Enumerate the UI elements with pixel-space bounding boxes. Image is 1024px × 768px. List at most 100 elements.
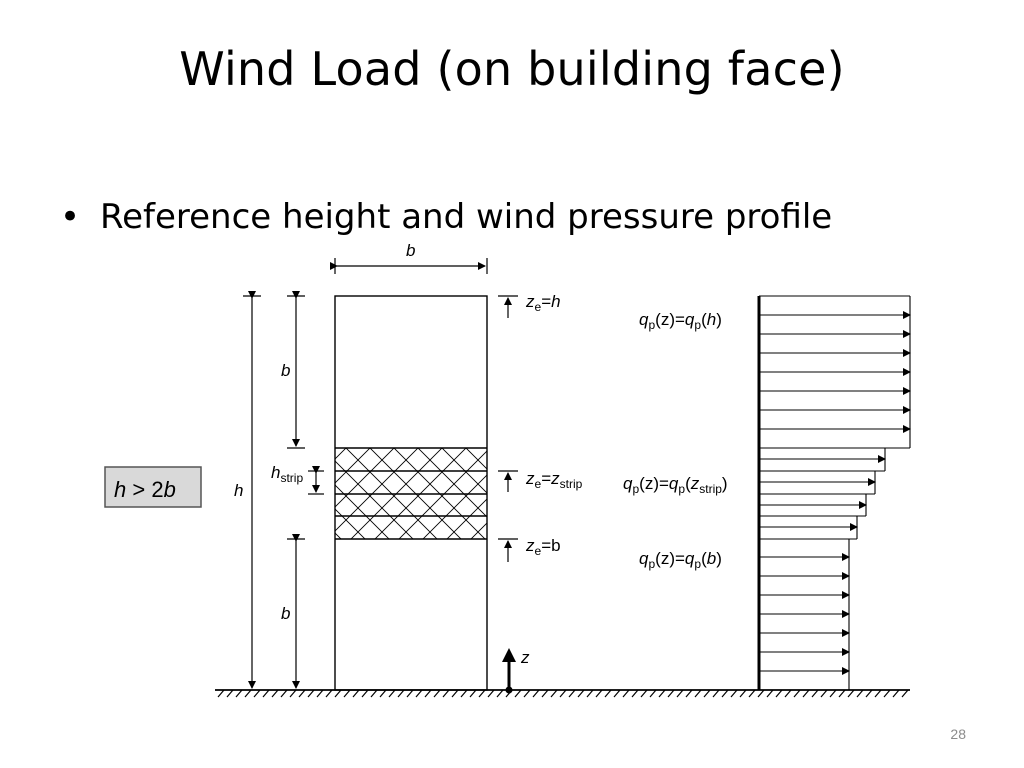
hatch-tick	[865, 689, 873, 698]
hatch-tick	[478, 689, 486, 698]
hatch-tick	[370, 689, 378, 698]
ground-line	[215, 689, 910, 698]
hatch-tick	[523, 689, 531, 698]
pressure-label-base: qp(z)=qp(b)	[639, 549, 722, 571]
hatch-tick	[721, 689, 729, 698]
hatch-tick	[496, 689, 504, 698]
strip-dimension	[308, 466, 324, 495]
hatch-tick	[433, 689, 441, 698]
condition-box: h > 2b	[104, 466, 202, 508]
hatch-line	[417, 448, 487, 518]
hatch-tick	[568, 689, 576, 698]
height-label: h	[234, 481, 243, 500]
hatch-tick	[415, 689, 423, 698]
hatch-tick	[244, 689, 252, 698]
hatch-tick	[460, 689, 468, 698]
hatch-tick	[892, 689, 900, 698]
upper-segment-label: b	[281, 361, 290, 380]
upper-segment-dimension	[287, 291, 305, 449]
hatch-tick	[424, 689, 432, 698]
hatch-tick	[379, 689, 387, 698]
hatch-tick	[469, 689, 477, 698]
reference-height-markers	[498, 295, 518, 562]
hatch-tick	[550, 689, 558, 698]
hatch-tick	[352, 689, 360, 698]
ground-hatching	[217, 689, 909, 698]
hatch-tick	[325, 689, 333, 698]
hatch-tick	[397, 689, 405, 698]
hatch-tick	[226, 689, 234, 698]
hatch-tick	[262, 689, 270, 698]
ref-height-top: ze=h	[525, 292, 561, 314]
hatch-tick	[289, 689, 297, 698]
width-label: b	[406, 241, 415, 260]
slide-title: Wind Load (on building face)	[179, 42, 845, 96]
hatch-tick	[856, 689, 864, 698]
hatch-tick	[595, 689, 603, 698]
hatch-tick	[775, 689, 783, 698]
bullet-item: •Reference height and wind pressure prof…	[60, 192, 832, 242]
z-axis	[502, 648, 516, 694]
hatch-tick	[361, 689, 369, 698]
hatch-tick	[334, 689, 342, 698]
hatch-tick	[847, 689, 855, 698]
hatch-tick	[793, 689, 801, 698]
lower-segment-label: b	[281, 604, 290, 623]
hatch-tick	[703, 689, 711, 698]
hatch-tick	[316, 689, 324, 698]
hatch-tick	[676, 689, 684, 698]
hatch-tick	[640, 689, 648, 698]
hatch-tick	[784, 689, 792, 698]
page-number: 28	[950, 726, 966, 742]
hatch-tick	[577, 689, 585, 698]
hatch-tick	[811, 689, 819, 698]
hatch-tick	[748, 689, 756, 698]
height-dimension	[243, 291, 261, 689]
building-outline	[334, 295, 488, 691]
hatch-tick	[649, 689, 657, 698]
hatch-tick	[901, 689, 909, 698]
hatch-tick	[874, 689, 882, 698]
hatch-line	[446, 308, 726, 588]
hatch-tick	[217, 689, 225, 698]
hatch-tick	[838, 689, 846, 698]
hatch-line	[446, 308, 726, 588]
lower-segment-dimension	[287, 534, 305, 689]
pressure-label-top: qp(z)=qp(h)	[639, 310, 722, 332]
pressure-label-strip: qp(z)=qp(zstrip)	[623, 474, 728, 496]
hatch-tick	[712, 689, 720, 698]
hatch-tick	[739, 689, 747, 698]
hatch-tick	[451, 689, 459, 698]
condition-box-frame	[104, 466, 202, 508]
hatch-tick	[604, 689, 612, 698]
hatch-tick	[829, 689, 837, 698]
hatch-tick	[532, 689, 540, 698]
hatch-tick	[667, 689, 675, 698]
hatch-tick	[820, 689, 828, 698]
hatch-tick	[235, 689, 243, 698]
hatch-tick	[766, 689, 774, 698]
strip-label: hstrip	[271, 463, 303, 485]
hatch-tick	[658, 689, 666, 698]
pressure-profile	[757, 295, 911, 690]
ref-height-base: ze=b	[525, 536, 561, 558]
hatch-tick	[514, 689, 522, 698]
hatch-tick	[586, 689, 594, 698]
ref-height-strip: ze=zstrip	[525, 469, 583, 491]
hatch-tick	[757, 689, 765, 698]
hatch-tick	[685, 689, 693, 698]
hatch-tick	[343, 689, 351, 698]
hatch-tick	[559, 689, 567, 698]
hatch-tick	[298, 689, 306, 698]
building	[334, 295, 726, 691]
hatch-tick	[253, 689, 261, 698]
hatch-tick	[694, 689, 702, 698]
hatch-tick	[622, 689, 630, 698]
hatch-tick	[730, 689, 738, 698]
hatch-tick	[802, 689, 810, 698]
hatch-tick	[631, 689, 639, 698]
hatch-tick	[271, 689, 279, 698]
hatch-tick	[388, 689, 396, 698]
bullet-dot: •	[60, 197, 81, 237]
